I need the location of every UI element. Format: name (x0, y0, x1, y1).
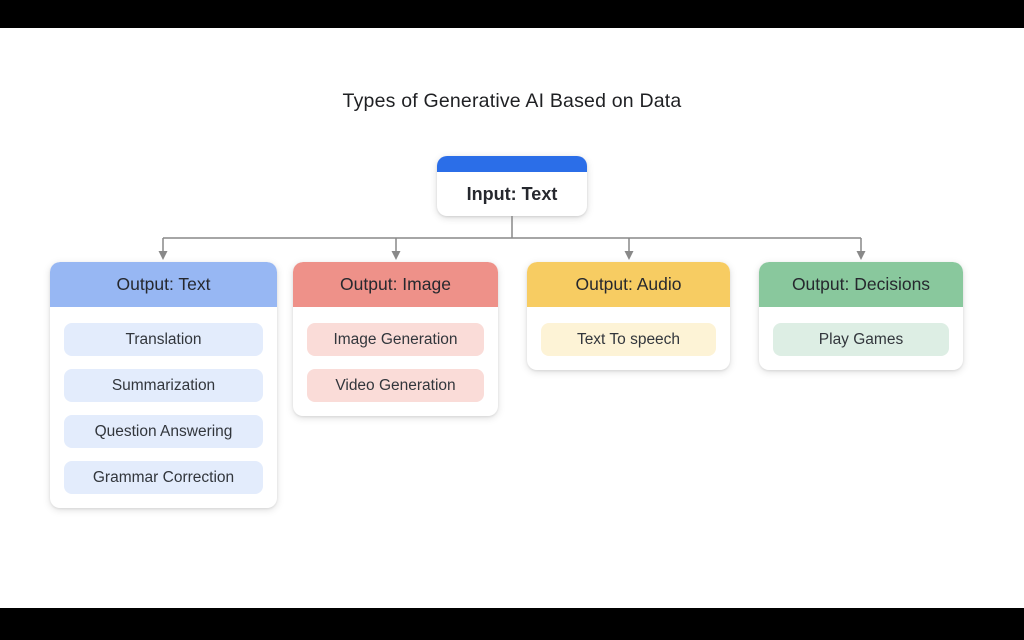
node-output-image: Output: Image Image Generation Video Gen… (293, 262, 498, 416)
node-output-audio-header: Output: Audio (527, 262, 730, 307)
node-output-decisions-header: Output: Decisions (759, 262, 963, 307)
node-output-image-items: Image Generation Video Generation (293, 307, 498, 416)
node-output-text-header: Output: Text (50, 262, 277, 307)
chip-translation: Translation (64, 323, 263, 356)
diagram-title: Types of Generative AI Based on Data (342, 90, 682, 112)
node-input-text: Input: Text (437, 156, 587, 216)
chip-image-generation: Image Generation (307, 323, 484, 356)
chip-grammar-correction: Grammar Correction (64, 461, 263, 494)
node-output-image-header: Output: Image (293, 262, 498, 307)
node-accent-bar (437, 156, 587, 172)
chip-play-games: Play Games (773, 323, 949, 356)
node-output-text-items: Translation Summarization Question Answe… (50, 307, 277, 508)
node-output-decisions: Output: Decisions Play Games (759, 262, 963, 370)
node-output-audio-items: Text To speech (527, 307, 730, 370)
node-output-text: Output: Text Translation Summarization Q… (50, 262, 277, 508)
chip-summarization: Summarization (64, 369, 263, 402)
node-output-decisions-items: Play Games (759, 307, 963, 370)
slide-canvas: Types of Generative AI Based on Data Inp… (0, 28, 1024, 608)
chip-video-generation: Video Generation (307, 369, 484, 402)
chip-question-answering: Question Answering (64, 415, 263, 448)
node-output-audio: Output: Audio Text To speech (527, 262, 730, 370)
node-input-text-label: Input: Text (466, 183, 558, 204)
chip-text-to-speech: Text To speech (541, 323, 716, 356)
